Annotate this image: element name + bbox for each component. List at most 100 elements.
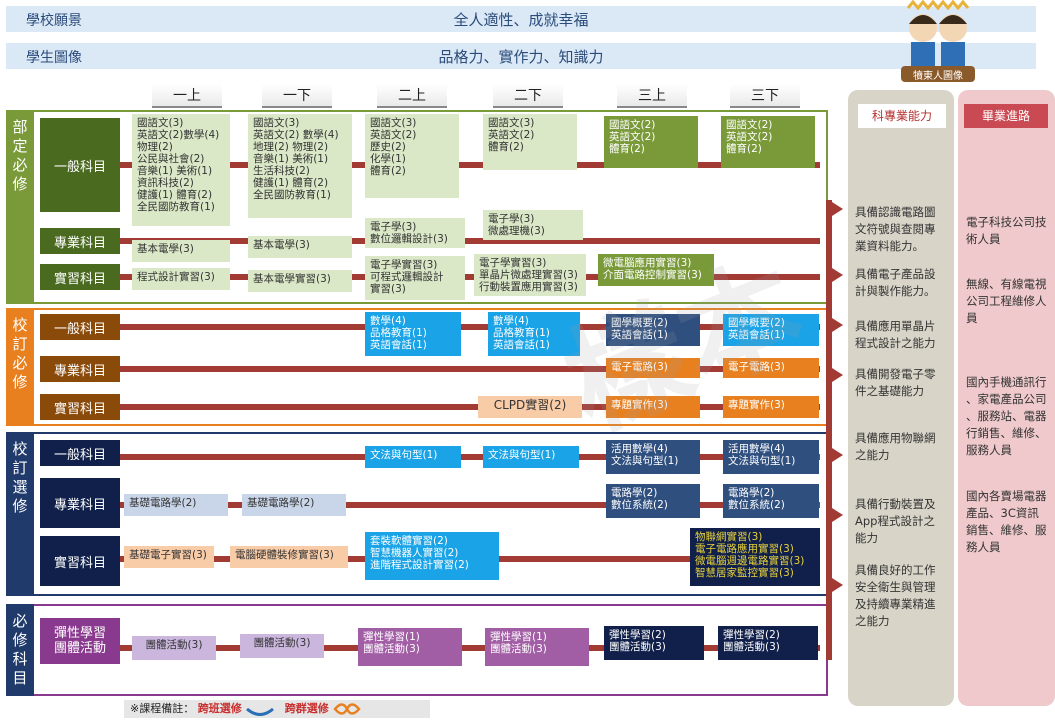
row-sreq-prac: 實習科目 [40, 394, 120, 420]
sem-1a: 一上 [152, 84, 222, 108]
course-box: 電子電路(3) [723, 358, 819, 378]
sem-1b: 一下 [262, 84, 332, 108]
row-selec-prac: 實習科目 [40, 536, 120, 586]
row-selec-prof: 專業科目 [40, 478, 120, 528]
flow-arrow [120, 502, 820, 508]
ability-item: 具備行動裝置及 App程式設計之 能力 [855, 497, 936, 545]
row-selec-general: 一般科目 [40, 440, 120, 466]
course-box: 電子學(3) 微處理機(3) [483, 210, 583, 240]
course-box: 彈性學習(2) 團體活動(3) [718, 626, 818, 660]
ability-item: 具備應用物聯網 之能力 [855, 431, 936, 462]
vision-band: 學校願景 全人適性、成就幸福 [6, 6, 1036, 32]
course-box: 電腦硬體裝修實習(3) [230, 546, 348, 568]
flow-arrow [120, 238, 820, 244]
course-box: 微電腦應用實習(3) 介面電路控制實習(3) [598, 254, 714, 286]
course-box: 文法與句型(1) [483, 446, 579, 468]
cross-class-icon [245, 704, 275, 716]
vision-value: 全人適性、成就幸福 [453, 11, 589, 29]
arrow-head [832, 448, 843, 462]
ability-item: 具備認識電路圖 文符號與查閱專 業資料能力。 [855, 205, 936, 253]
footer-prefix: ※課程備註： [130, 702, 195, 715]
career-item: 電子科技公司技 術人員 [966, 215, 1047, 246]
label-compulsory: 必 修 科 目 [6, 604, 34, 696]
course-box: 國語文(3) 英語文(2) 體育(2) [483, 114, 577, 170]
course-box: 基礎電子實習(3) [124, 546, 214, 568]
course-box: 物聯網實習(3) 電子電路應用實習(3) 微電腦週邊電路實習(3) 智慧居家監控… [690, 528, 820, 586]
course-box: 基礎電路學(2) [242, 494, 346, 516]
course-box: 活用數學(4) 文法與句型(1) [606, 440, 700, 474]
flow-arrow [120, 454, 820, 460]
flow-arrow [120, 366, 820, 372]
ability-item: 具備開發電子零 件之基礎能力 [855, 367, 936, 398]
footer-note: ※課程備註： 跨班選修 跨群選修 [124, 700, 430, 718]
course-box: 國學概要(2) 英語會話(1) [723, 314, 819, 346]
course-box: 套裝軟體實習(2) 智慧機器人實習(2) 進階程式設計實習(2) [365, 532, 499, 580]
course-box: 電子學(3) 數位邏輯設計(3) [365, 218, 465, 248]
course-box: 電子學實習(3) 單晶片微處理實習(3) 行動裝置應用實習(3) [474, 254, 586, 296]
career-item: 無線、有線電視 公司工程維修人 員 [966, 277, 1047, 325]
ability-item: 具備應用單晶片 程式設計之能力 [855, 319, 936, 350]
course-box: 國學概要(2) 英語會話(1) [606, 314, 700, 346]
arrow-head [832, 268, 843, 282]
sem-2b: 二下 [493, 84, 563, 108]
flow-arrow [120, 404, 820, 410]
course-box: 基礎電路學(2) [124, 494, 228, 516]
course-box: 國語文(3) 英語文(2) 數學(4) 地理(2) 物理(2) 音樂(1) 美術… [248, 114, 352, 218]
course-box: 基本電學(3) [132, 240, 230, 262]
footer-cross-group: 跨群選修 [284, 702, 329, 715]
footer-cross-class: 跨班選修 [197, 702, 242, 715]
course-box: 電路學(2) 數位系統(2) [723, 484, 819, 518]
course-box: 電路學(2) 數位系統(2) [606, 484, 700, 518]
career-item: 國內手機通訊行 、家電產品公司 、服務站、電器 行銷售、維修、 服務人員 [966, 375, 1047, 457]
vision-label: 學校願景 [26, 13, 82, 29]
career-item: 國內各賣場電器 產品、3C資訊 銷售、維修、服 務人員 [966, 489, 1047, 554]
row-sreq-general: 一般科目 [40, 314, 120, 340]
course-box: 活用數學(4) 文法與句型(1) [723, 440, 819, 474]
row-required-prac: 實習科目 [40, 264, 120, 290]
careers-column [958, 90, 1055, 706]
mascot-logo: 犢東人圖像 [893, 0, 983, 90]
course-box: 國語文(2) 英語文(2) 體育(2) [604, 116, 698, 168]
careers-title: 畢業進路 [964, 104, 1048, 128]
arrow-head [832, 318, 843, 332]
course-box: 電子學實習(3) 可程式邏輯設計 實習(3) [365, 256, 465, 300]
course-box: 程式設計實習(3) [132, 268, 230, 290]
course-box: 彈性學習(1) 團體活動(3) [358, 628, 462, 666]
cross-group-icon [332, 703, 362, 715]
abilities-title: 科專業能力 [858, 104, 946, 128]
portrait-label: 學生圖像 [26, 50, 82, 66]
label-required: 部 定 必 修 [6, 110, 34, 304]
course-box: 數學(4) 品格教育(1) 英語會話(1) [365, 312, 461, 356]
course-box: 國語文(2) 英語文(2) 體育(2) [721, 116, 815, 168]
course-box: 數學(4) 品格教育(1) 英語會話(1) [488, 312, 580, 356]
course-box: 專題實作(3) [606, 396, 700, 418]
row-required-general: 一般科目 [40, 118, 120, 212]
course-box: 團體活動(3) [132, 636, 216, 660]
sem-3a: 三上 [617, 84, 687, 108]
ability-item: 具備良好的工作 安全衛生與管理 及持續專業精進 之能力 [855, 563, 936, 628]
row-required-prof: 專業科目 [40, 228, 120, 254]
course-box: CLPD實習(2) [478, 396, 582, 418]
sem-3b: 三下 [730, 84, 800, 108]
arrow-head [832, 202, 843, 216]
flow-arrow [120, 162, 820, 168]
flow-arrow [120, 645, 820, 651]
ability-item: 具備電子產品設 計與製作能力。 [855, 267, 936, 298]
course-box: 文法與句型(1) [365, 446, 461, 468]
flow-arrow [120, 324, 820, 330]
arrow-head [832, 508, 843, 522]
arrow-head [832, 578, 843, 592]
portrait-band: 學生圖像 品格力、實作力、知識力 [6, 43, 1036, 69]
label-school-elective: 校 訂 選 修 [6, 432, 34, 596]
course-box: 彈性學習(2) 團體活動(3) [604, 626, 704, 660]
collector-line [826, 200, 832, 660]
course-box: 國語文(3) 英語文(2) 歷史(2) 化學(1) 體育(2) [365, 114, 459, 198]
course-box: 基本電學實習(3) [248, 270, 352, 292]
course-box: 基本電學(3) [248, 236, 352, 258]
course-box: 團體活動(3) [240, 634, 324, 658]
sem-2a: 二上 [377, 84, 447, 108]
course-box: 專題實作(3) [723, 396, 819, 418]
portrait-value: 品格力、實作力、知識力 [438, 48, 604, 66]
label-school-required: 校 訂 必 修 [6, 308, 34, 426]
arrow-head [832, 368, 843, 382]
